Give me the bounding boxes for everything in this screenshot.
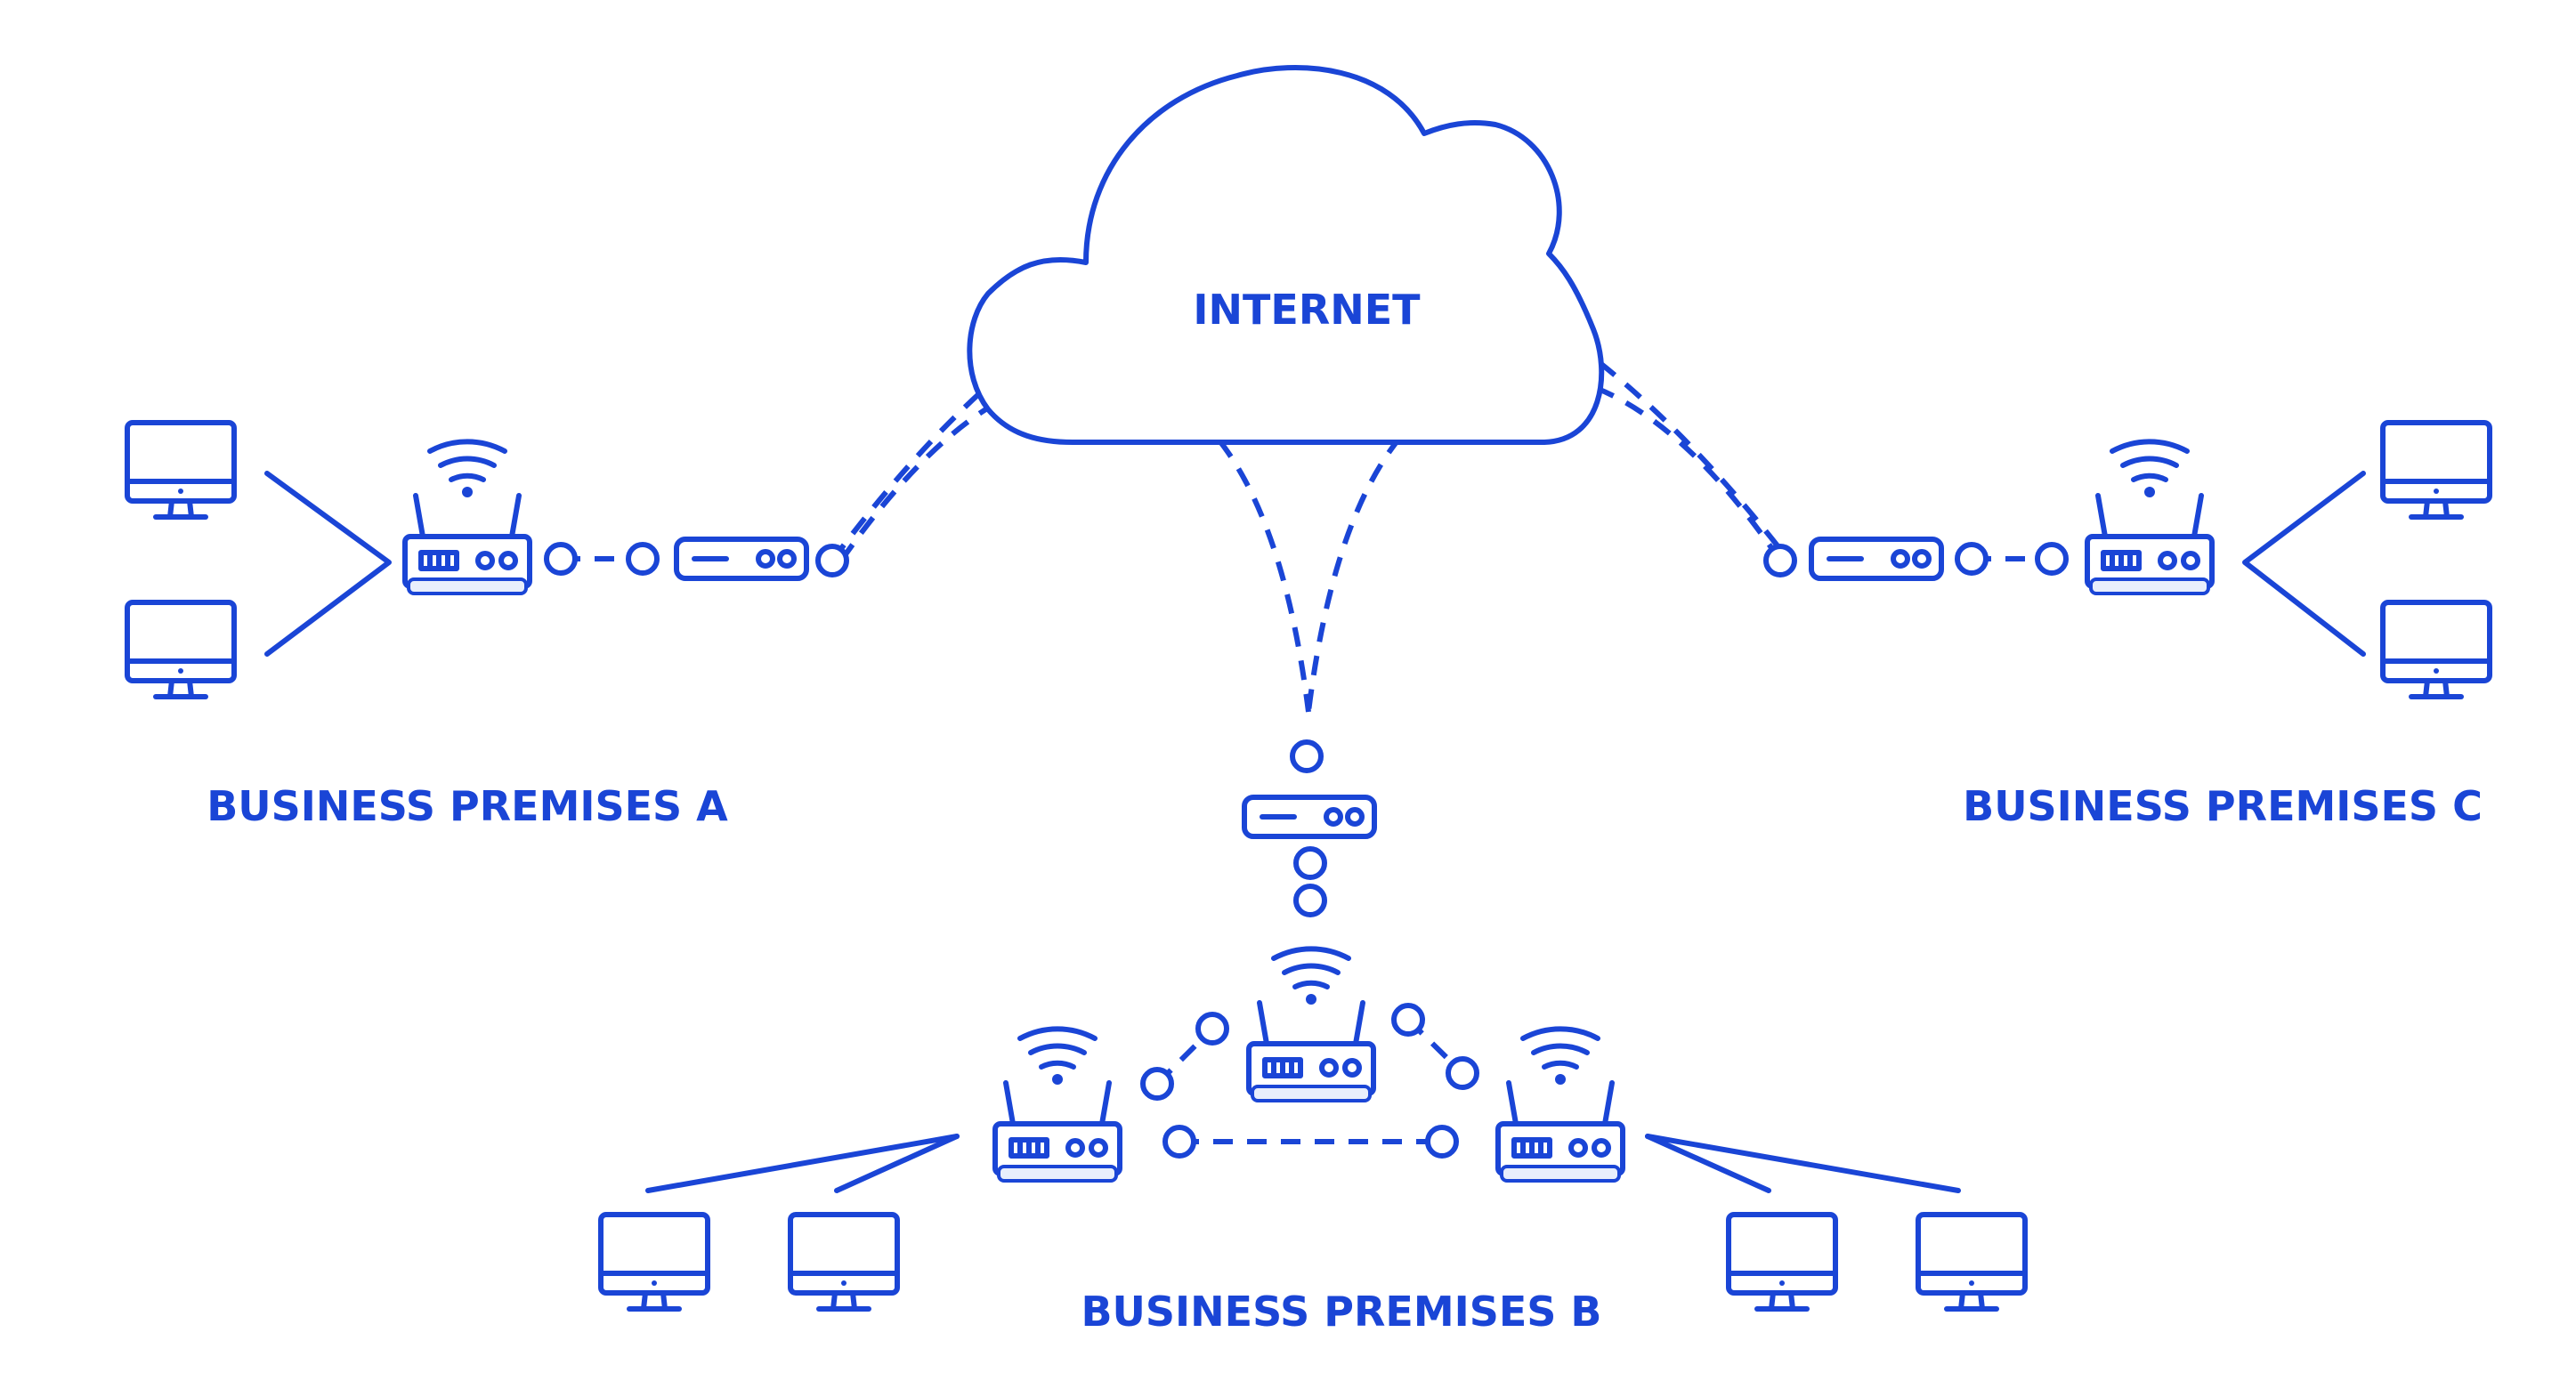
computer-icon — [2383, 602, 2490, 697]
modem-icon — [1811, 539, 1941, 578]
connector-node — [628, 545, 657, 573]
internet-cloud: INTERNET — [967, 65, 1605, 445]
computer-icon — [790, 1215, 897, 1309]
premises-a: BUSINESS PREMISES A — [127, 423, 847, 830]
wifi-router-icon — [405, 441, 530, 594]
premises-a-label: BUSINESS PREMISES A — [207, 782, 728, 830]
modem-icon — [1244, 797, 1374, 836]
computer-icon — [1729, 1215, 1835, 1309]
premises-c: BUSINESS PREMISES C — [1766, 423, 2490, 830]
modem-icon — [676, 539, 806, 578]
connector-node — [1428, 1127, 1456, 1156]
connector-node — [1198, 1014, 1227, 1043]
computer-icon — [127, 602, 234, 697]
connector-node — [1448, 1059, 1477, 1087]
premises-b-label: BUSINESS PREMISES B — [1081, 1288, 1602, 1336]
connector-node — [1394, 1005, 1422, 1034]
connector-node — [1165, 1127, 1194, 1156]
computer-icon — [1918, 1215, 2025, 1309]
connector-node — [547, 545, 575, 573]
connector-node — [1296, 849, 1324, 877]
connector-node — [818, 546, 847, 575]
connector-node — [1292, 742, 1321, 771]
wifi-router-icon — [2087, 441, 2212, 594]
wifi-router-icon — [1249, 949, 1373, 1101]
connector-node — [1766, 546, 1794, 575]
connector-node — [1143, 1070, 1171, 1098]
premises-b: BUSINESS PREMISES B — [601, 742, 2025, 1336]
computer-icon — [2383, 423, 2490, 517]
computer-icon — [127, 423, 234, 517]
computer-icon — [601, 1215, 708, 1309]
connector-node — [1296, 886, 1324, 915]
connector-node — [2037, 545, 2066, 573]
premises-c-label: BUSINESS PREMISES C — [1963, 782, 2483, 830]
wifi-router-icon — [995, 1029, 1120, 1181]
connector-node — [1957, 545, 1986, 573]
wifi-router-icon — [1498, 1029, 1623, 1181]
cloud-label: INTERNET — [1193, 286, 1421, 334]
